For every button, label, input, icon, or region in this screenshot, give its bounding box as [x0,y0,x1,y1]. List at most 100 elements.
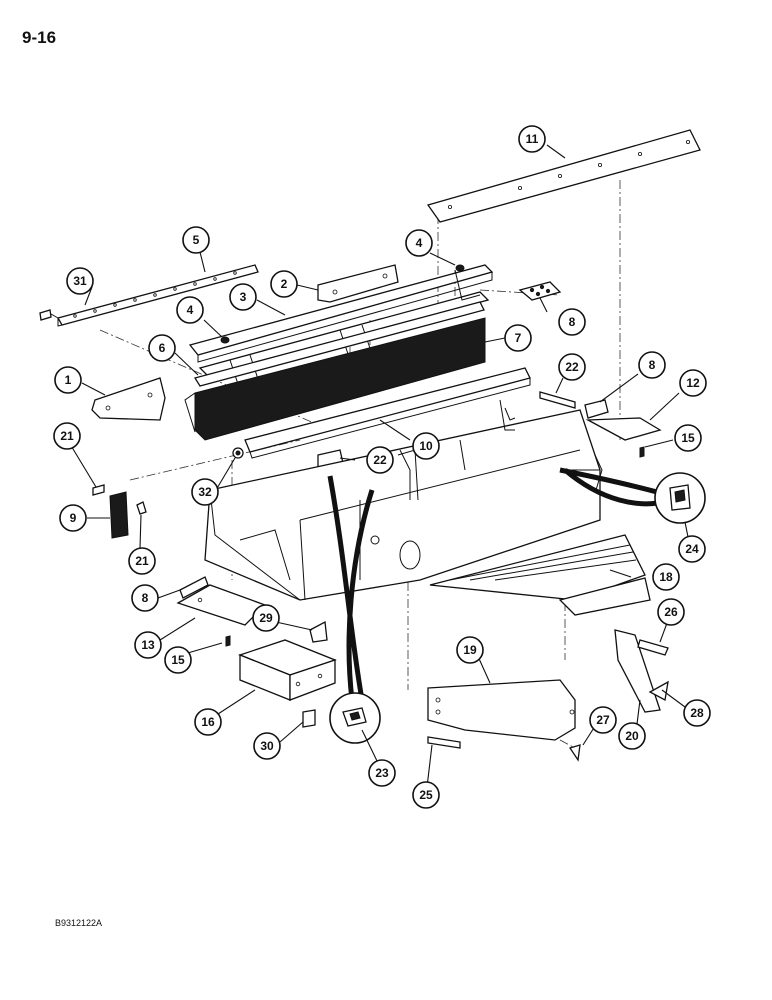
callout-21-top: 21 [53,422,81,450]
callout-12-label: 12 [686,376,700,390]
part-16-box-cover [238,639,337,701]
callout-8-right-label: 8 [649,358,656,372]
callout-20: 20 [618,722,646,750]
callout-8-top: 8 [558,308,586,336]
callout-27-label: 27 [596,713,610,727]
callout-25: 25 [412,781,440,809]
part-8-plate-top [518,281,562,301]
callout-12: 12 [679,369,707,397]
callout-1-label: 1 [65,373,72,387]
callout-3-label: 3 [240,290,247,304]
part-31-bolt [39,309,59,321]
callout-28-label: 28 [690,706,704,720]
callout-21-bottom: 21 [128,547,156,575]
callout-9-label: 9 [70,511,77,525]
callout-21-bottom-label: 21 [135,554,149,568]
callout-23: 23 [368,759,396,787]
part-2-bracket [317,264,399,303]
callout-13-label: 13 [141,638,155,652]
part-29-clip [309,620,328,643]
part-drawing [39,129,706,762]
callout-24: 24 [678,535,706,563]
detail-circle-23 [329,692,381,744]
callout-4-left-label: 4 [187,303,194,317]
part-6-strip [193,301,485,387]
callout-6-label: 6 [159,341,166,355]
callout-19-label: 19 [463,643,477,657]
part-25-clip [427,736,461,749]
callout-20-label: 20 [625,729,639,743]
callout-2-label: 2 [281,277,288,291]
callout-18: 18 [652,563,680,591]
callout-18-label: 18 [659,570,673,584]
callout-26: 26 [657,598,685,626]
callout-8-left-label: 8 [142,591,149,605]
callout-32-label: 32 [198,485,212,499]
figure-code: B9312122A [55,918,103,928]
callout-10: 10 [412,432,440,460]
callout-27: 27 [589,706,617,734]
callout-3: 3 [229,283,257,311]
part-11-cover-plate [426,129,701,223]
callout-10-label: 10 [419,439,433,453]
bar-holes [73,271,237,318]
detail-circle-24 [654,472,706,524]
callout-11: 11 [518,125,546,153]
part-12-bracket [584,399,662,441]
part-21-fasteners [92,484,147,515]
callout-22-mid-label: 22 [373,453,387,467]
callout-11-label: 11 [526,132,539,146]
callout-5-label: 5 [193,233,200,247]
part-1-side-bracket [91,377,166,421]
callout-19: 19 [456,636,484,664]
callout-22-right-label: 22 [565,360,579,374]
part-27-wedge [568,744,581,762]
callout-15-left: 15 [164,646,192,674]
callout-8-right: 8 [638,351,666,379]
callout-8-top-label: 8 [569,315,576,329]
callout-31-label: 31 [73,274,87,288]
part-30-clip [302,709,316,728]
callout-4-top: 4 [405,229,433,257]
callout-2: 2 [270,270,298,298]
callout-6: 6 [148,334,176,362]
callout-32: 32 [191,478,219,506]
callout-15-right-label: 15 [681,431,695,445]
part-9-screen [109,491,129,539]
callout-4-left: 4 [176,296,204,324]
callout-7-label: 7 [515,331,522,345]
callout-15-left-label: 15 [171,653,185,667]
callouts: 11 5 4 31 2 3 8 4 7 6 22 8 1 12 10 21 15… [53,125,711,809]
part-8-hinge-left [179,576,209,599]
callout-7: 7 [504,324,532,352]
part-7-screen [184,317,486,441]
part-20-plate [614,629,661,713]
callout-22-right: 22 [558,353,586,381]
callout-21-top-label: 21 [60,429,74,443]
callout-30: 30 [253,732,281,760]
callout-5: 5 [182,226,210,254]
callout-29-label: 29 [259,611,273,625]
callout-13: 13 [134,631,162,659]
callout-28: 28 [683,699,711,727]
part-19-side-shield [427,679,576,741]
part-3-rail [188,264,494,391]
part-15-fasteners [225,446,645,647]
callout-16: 16 [194,708,222,736]
callout-22-mid: 22 [366,446,394,474]
part-32-nut [232,447,244,459]
page-number: 9-16 [22,28,57,47]
callout-25-label: 25 [419,788,433,802]
part-28-plate [648,680,669,701]
callout-9: 9 [59,504,87,532]
part-4-grommets [220,264,465,344]
callout-1: 1 [54,366,82,394]
callout-15-right: 15 [674,424,702,452]
part-5-hole-bar [57,264,259,327]
callout-23-label: 23 [375,766,389,780]
callout-16-label: 16 [201,715,215,729]
callout-31: 31 [66,267,94,295]
callout-26-label: 26 [664,605,678,619]
callout-4-top-label: 4 [416,236,423,250]
